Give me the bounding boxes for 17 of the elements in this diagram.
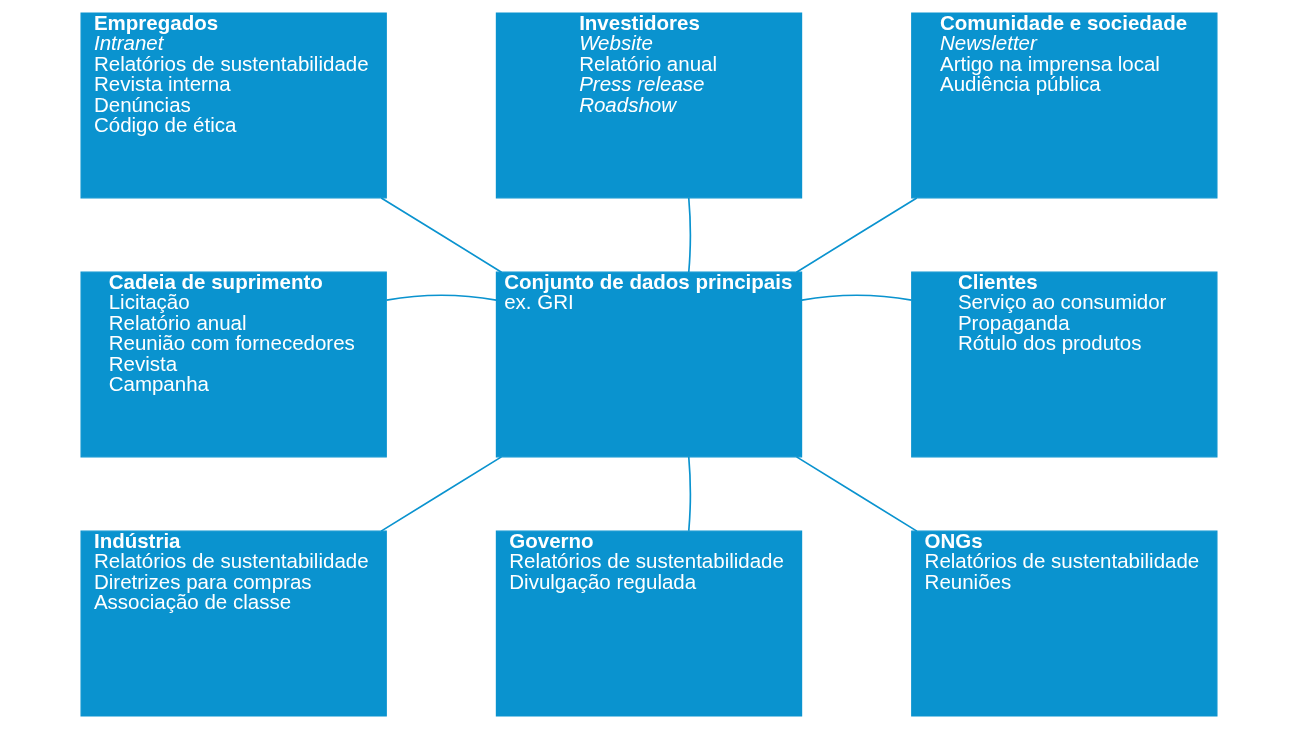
node-box: Investidores Website Relatório anual Press release Roadshow	[495, 12, 802, 199]
connector	[800, 294, 912, 301]
connector	[795, 456, 918, 532]
node-box: Comunidade e sociedade Newsletter Artigo na imprensa local Audiência pública	[910, 12, 1217, 199]
connector	[385, 294, 497, 301]
connector	[379, 456, 502, 532]
node-box: Conjunto de dados principais ex. GRI	[495, 271, 802, 458]
connector	[687, 456, 691, 532]
node-box: Empregados Intranet Relatórios de sustentabilidade Revista interna Denúncias Código de ética	[80, 12, 387, 199]
node-box: Clientes Serviço ao consumidor Propaganda Rótulo dos produtos	[910, 271, 1217, 458]
node-box: ONGs Relatórios de sustentabilidade Reuniões	[910, 530, 1217, 717]
node-box: Indústria Relatórios de sustentabilidade Diretrizes para compras Associação de classe	[80, 530, 387, 717]
connector	[687, 197, 691, 273]
connector	[795, 197, 918, 273]
connector	[379, 197, 502, 273]
node-box: Cadeia de suprimento Licitação Relatório anual Reunião com fornecedores Revista Campanha	[80, 271, 387, 458]
node-box: Governo Relatórios de sustentabilidade Divulgação regulada	[495, 530, 802, 717]
